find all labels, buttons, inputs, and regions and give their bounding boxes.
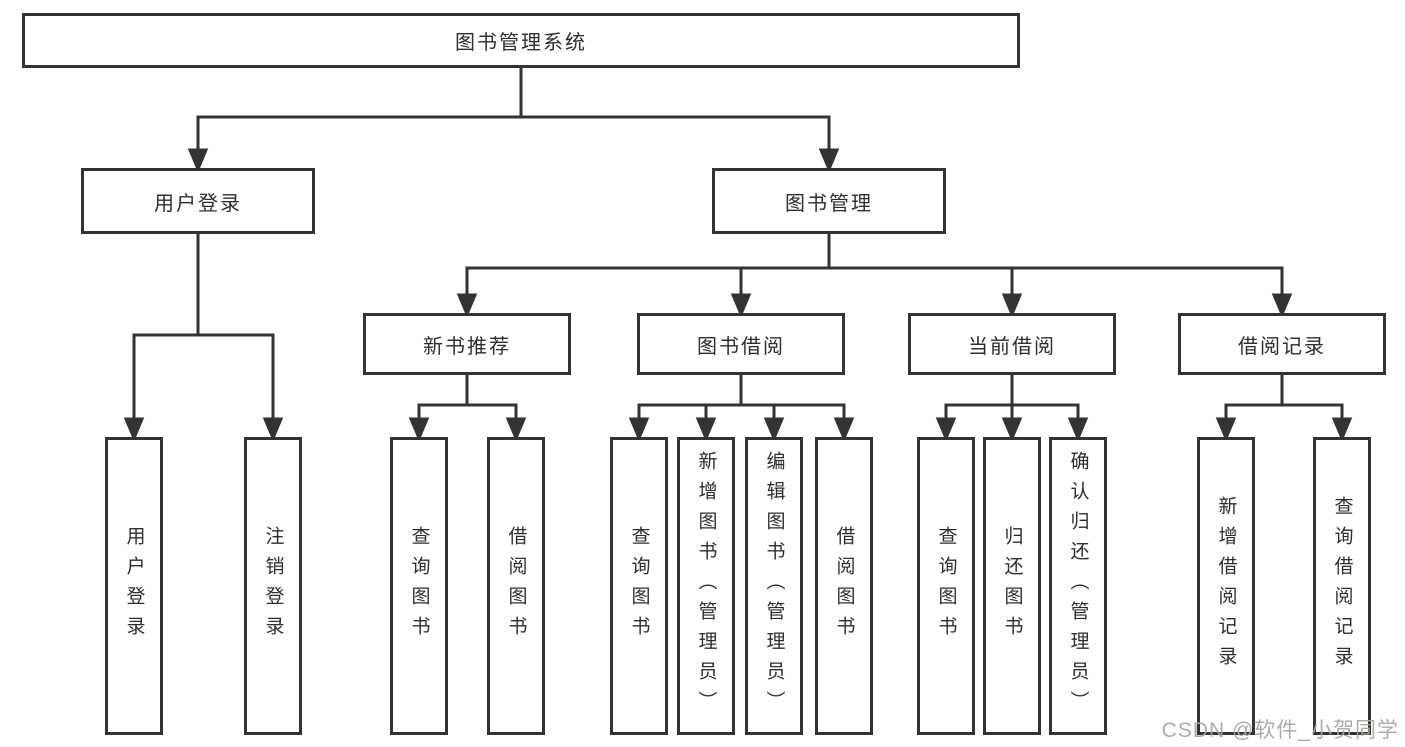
node-user-login: 用户登录	[81, 168, 315, 234]
node-leaf-confirm-return-admin: 确认归还（管理员）	[1049, 437, 1107, 735]
node-leaf-add-borrow-record-label: 新增借阅记录	[1215, 496, 1237, 676]
node-book-management-label: 图书管理	[785, 192, 873, 215]
node-leaf-recommend-borrow-books-label: 借阅图书	[505, 526, 527, 646]
node-leaf-add-borrow-record: 新增借阅记录	[1197, 437, 1255, 735]
node-leaf-edit-books-admin: 编辑图书（管理员）	[745, 437, 803, 735]
node-leaf-borrowing-query-books-label: 查询图书	[628, 526, 650, 646]
node-leaf-edit-books-admin-label: 编辑图书（管理员）	[763, 451, 785, 721]
node-leaf-user-login: 用户登录	[105, 437, 163, 735]
node-leaf-confirm-return-admin-label: 确认归还（管理员）	[1067, 451, 1089, 721]
node-book-management: 图书管理	[712, 168, 946, 234]
node-leaf-add-books-admin-label: 新增图书（管理员）	[695, 451, 717, 721]
node-leaf-borrowing-borrow-books-label: 借阅图书	[833, 526, 855, 646]
node-leaf-recommend-query-books: 查询图书	[390, 437, 448, 735]
node-current-borrowing: 当前借阅	[908, 313, 1116, 375]
node-leaf-borrowing-borrow-books: 借阅图书	[815, 437, 873, 735]
node-root-label: 图书管理系统	[455, 32, 587, 54]
node-new-book-recommend: 新书推荐	[363, 313, 571, 375]
node-leaf-logout: 注销登录	[244, 437, 302, 735]
node-book-borrowing: 图书借阅	[637, 313, 845, 375]
node-leaf-user-login-label: 用户登录	[123, 526, 145, 646]
node-borrowing-records-label: 借阅记录	[1238, 335, 1326, 358]
node-root-library-system: 图书管理系统	[22, 13, 1020, 68]
node-borrowing-records: 借阅记录	[1178, 313, 1386, 375]
node-user-login-label: 用户登录	[154, 192, 242, 215]
node-leaf-add-books-admin: 新增图书（管理员）	[677, 437, 735, 735]
node-leaf-return-books: 归还图书	[983, 437, 1041, 735]
node-leaf-borrowing-query-books: 查询图书	[610, 437, 668, 735]
node-leaf-current-query-books: 查询图书	[917, 437, 975, 735]
node-leaf-return-books-label: 归还图书	[1001, 526, 1023, 646]
node-leaf-logout-label: 注销登录	[262, 526, 284, 646]
node-leaf-query-borrow-record: 查询借阅记录	[1313, 437, 1371, 735]
node-new-book-recommend-label: 新书推荐	[423, 335, 511, 358]
node-book-borrowing-label: 图书借阅	[697, 335, 785, 358]
csdn-watermark: CSDN @软件_小贺同学	[1161, 719, 1399, 742]
node-leaf-recommend-query-books-label: 查询图书	[408, 526, 430, 646]
node-leaf-query-borrow-record-label: 查询借阅记录	[1331, 496, 1353, 676]
node-current-borrowing-label: 当前借阅	[968, 335, 1056, 358]
node-leaf-current-query-books-label: 查询图书	[935, 526, 957, 646]
node-leaf-recommend-borrow-books: 借阅图书	[487, 437, 545, 735]
